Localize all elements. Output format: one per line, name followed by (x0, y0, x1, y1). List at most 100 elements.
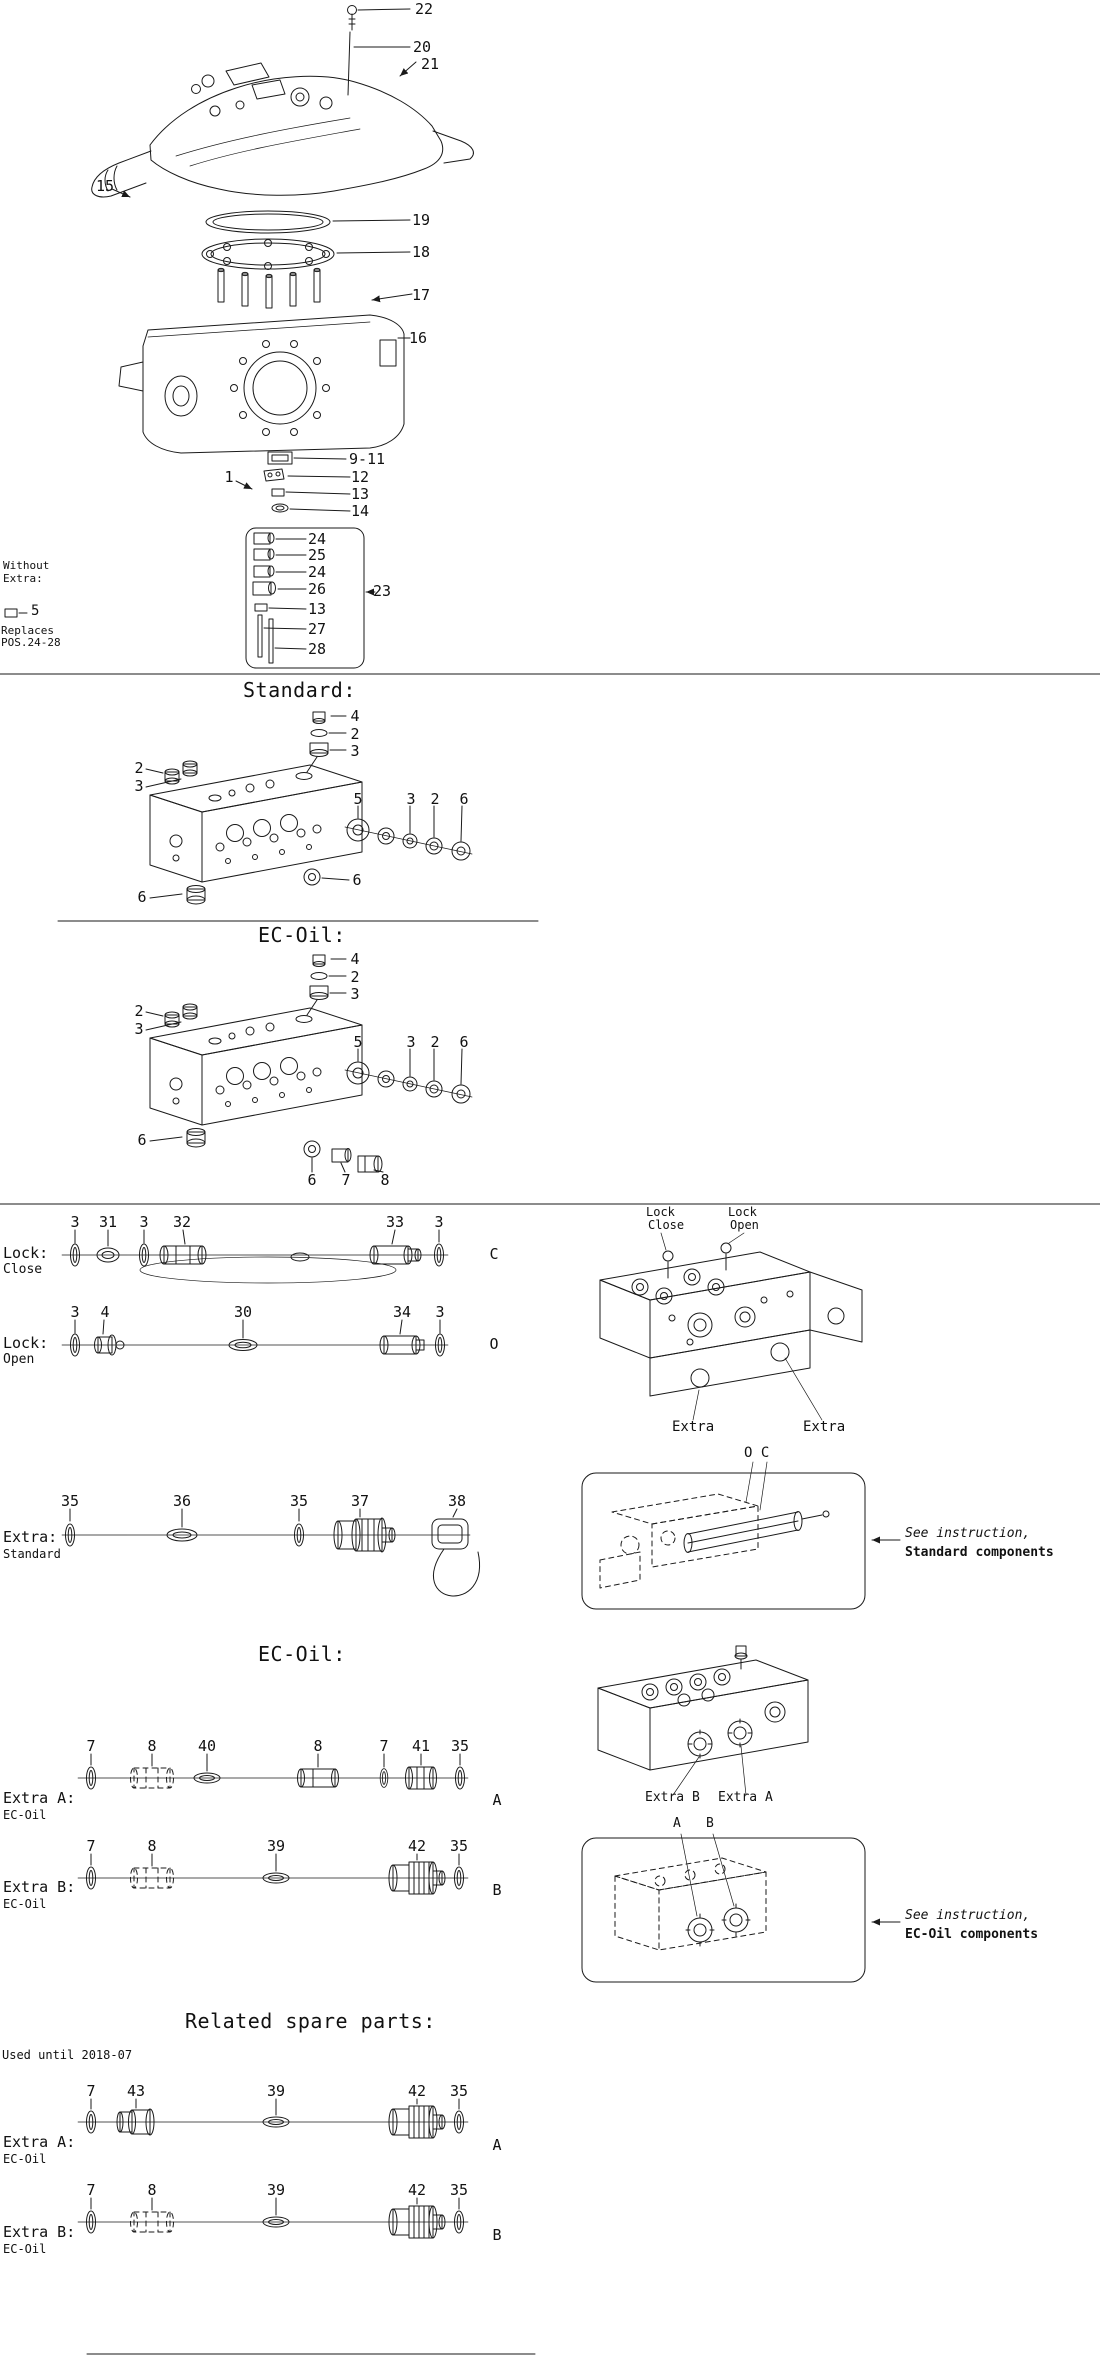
variant-tag-related-b-row: B (492, 2226, 502, 2244)
row-sublabel-related-a: EC-Oil (3, 2152, 47, 2166)
lock-open-row-art (61, 1319, 449, 1357)
part-callout-extra-standard-row: 35 (60, 1492, 80, 1510)
lock-close-callout-line1: Lock (646, 1205, 675, 1219)
row-sublabel-extra-standard: Standard (3, 1547, 61, 1561)
part-callout-lock-close-row: 31 (98, 1213, 118, 1231)
without-extra-line1: Without (3, 559, 50, 572)
standard-components-label: Standard components (905, 1545, 1054, 1560)
related-note: Used until 2018-07 (2, 2048, 133, 2062)
part-callout-related-b-row: 42 (407, 2181, 427, 2199)
part-callout-exploded-view: 19 (411, 211, 431, 229)
part-callout-related-a-row: 35 (449, 2082, 469, 2100)
extra-a-row-art (77, 1753, 469, 1790)
section-title-ecoil: EC-Oil: (258, 923, 346, 947)
part-callout-related-a-row: 7 (86, 2082, 96, 2100)
part-callout-extra-a-row: 7 (379, 1737, 389, 1755)
part-callout-exploded-view: 20 (412, 38, 432, 56)
part-callout-related-a-row: 43 (126, 2082, 146, 2100)
see-instruction-standard: See instruction, (905, 1526, 1031, 1541)
replaces-line2: POS.24-28 (1, 636, 61, 649)
oc-label: O C (744, 1445, 770, 1461)
part-callout-lock-close-row: 32 (172, 1213, 192, 1231)
part-callout-extra-a-row: 41 (411, 1737, 431, 1755)
row-label-lock-open: Lock: (3, 1334, 49, 1352)
part-callout-exploded-view: 18 (411, 243, 431, 261)
part-callout-standard-block: 2 (430, 790, 440, 808)
row-sublabel-related-b: EC-Oil (3, 2242, 47, 2256)
part-callout-exploded-view: 28 (307, 640, 327, 658)
part-callout-lock-open-row: 34 (392, 1303, 412, 1321)
part-callout-ecoil-block: 2 (430, 1033, 440, 1051)
exploded-view-art (4, 5, 474, 669)
row-label-related-b: Extra B: (3, 2223, 76, 2241)
part-callout-ecoil-block: 3 (350, 985, 360, 1003)
part-callout-exploded-view: 21 (420, 55, 440, 73)
part-callout-extra-a-row: 40 (197, 1737, 217, 1755)
lock-valve-block-art (599, 1232, 863, 1421)
part-callout-lock-close-row: 3 (139, 1213, 149, 1231)
extra-standard-row-art (61, 1508, 481, 1597)
part-callout-exploded-view: 9-11 (348, 450, 386, 468)
ecoil-instruction-box (581, 1833, 901, 1983)
part-callout-related-a-row: 42 (407, 2082, 427, 2100)
row-sublabel-extra-b: EC-Oil (3, 1897, 47, 1911)
lock-open-callout-line1: Lock (728, 1205, 757, 1219)
part-callout-lock-open-row: 3 (435, 1303, 445, 1321)
part-callout-extra-b-row: 39 (266, 1837, 286, 1855)
standard-instruction-box (581, 1461, 901, 1610)
part-callout-lock-close-row: 33 (385, 1213, 405, 1231)
row-sublabel-lock-open: Open (3, 1352, 35, 1367)
part-callout-exploded-view: 24 (307, 563, 327, 581)
variant-tag-extra-a-row: A (492, 1791, 502, 1809)
see-instruction-ecoil: See instruction, (905, 1908, 1031, 1923)
lock-close-callout-line2: Close (648, 1218, 685, 1232)
part-callout-standard-block: 6 (137, 888, 147, 906)
part-callout-lock-close-row: 3 (434, 1213, 444, 1231)
section-title-related: Related spare parts: (185, 2009, 436, 2033)
part-callout-ecoil-block: 5 (353, 1033, 363, 1051)
related-b-row-art (77, 2197, 469, 2239)
part-callout-exploded-view: 15 (95, 177, 115, 195)
ecoil-valve-block-art-right (597, 1645, 809, 1796)
part-callout-standard-block: 3 (134, 777, 144, 795)
part-callout-extra-standard-row: 35 (289, 1492, 309, 1510)
part-callout-extra-standard-row: 38 (447, 1492, 467, 1510)
part-callout-ecoil-block: 6 (137, 1131, 147, 1149)
standard-valve-block-art (145, 711, 473, 905)
part-callout-standard-block: 5 (353, 790, 363, 808)
part-callout-extra-standard-row: 37 (350, 1492, 370, 1510)
section-dividers (0, 673, 1100, 2355)
port-a-label: A (673, 1816, 681, 1831)
variant-tag-lock-close-row: C (489, 1245, 499, 1263)
part-callout-extra-a-row: 35 (450, 1737, 470, 1755)
part-callout-exploded-view: 1 (224, 468, 234, 486)
part-callout-exploded-view: 13 (350, 485, 370, 503)
part-callout-exploded-view: 17 (411, 286, 431, 304)
part-callout-exploded-view: 23 (372, 582, 392, 600)
part-callout-standard-block: 3 (406, 790, 416, 808)
ecoil-valve-block-art-main (145, 954, 473, 1173)
part-callout-exploded-view: 16 (408, 329, 428, 347)
studs-17 (217, 267, 321, 309)
replaces-line1: Replaces (1, 624, 54, 637)
part-callout-lock-open-row: 30 (233, 1303, 253, 1321)
part-callout-exploded-view: 14 (350, 502, 370, 520)
part-callout-ecoil-block: 2 (134, 1002, 144, 1020)
part-callout-related-b-row: 35 (449, 2181, 469, 2199)
part-callout-ecoil-block: 7 (341, 1171, 351, 1189)
part-callout-exploded-view: 25 (307, 546, 327, 564)
extra-b-row-art (77, 1853, 469, 1895)
without-extra-line2: Extra: (3, 572, 43, 585)
extra-a-port-label: Extra A (718, 1790, 773, 1805)
row-sublabel-extra-a: EC-Oil (3, 1808, 47, 1822)
part-callout-extra-a-row: 8 (147, 1737, 157, 1755)
part-callout-related-b-row: 8 (147, 2181, 157, 2199)
extra-b-port-label: Extra B (645, 1790, 700, 1805)
part-callout-lock-close-row: 3 (70, 1213, 80, 1231)
part-callout-related-b-row: 39 (266, 2181, 286, 2199)
part-callout-exploded-view: 26 (307, 580, 327, 598)
part-callout-extra-a-row: 8 (313, 1737, 323, 1755)
lock-open-callout-line2: Open (730, 1218, 759, 1232)
lock-close-row-art (61, 1229, 449, 1284)
